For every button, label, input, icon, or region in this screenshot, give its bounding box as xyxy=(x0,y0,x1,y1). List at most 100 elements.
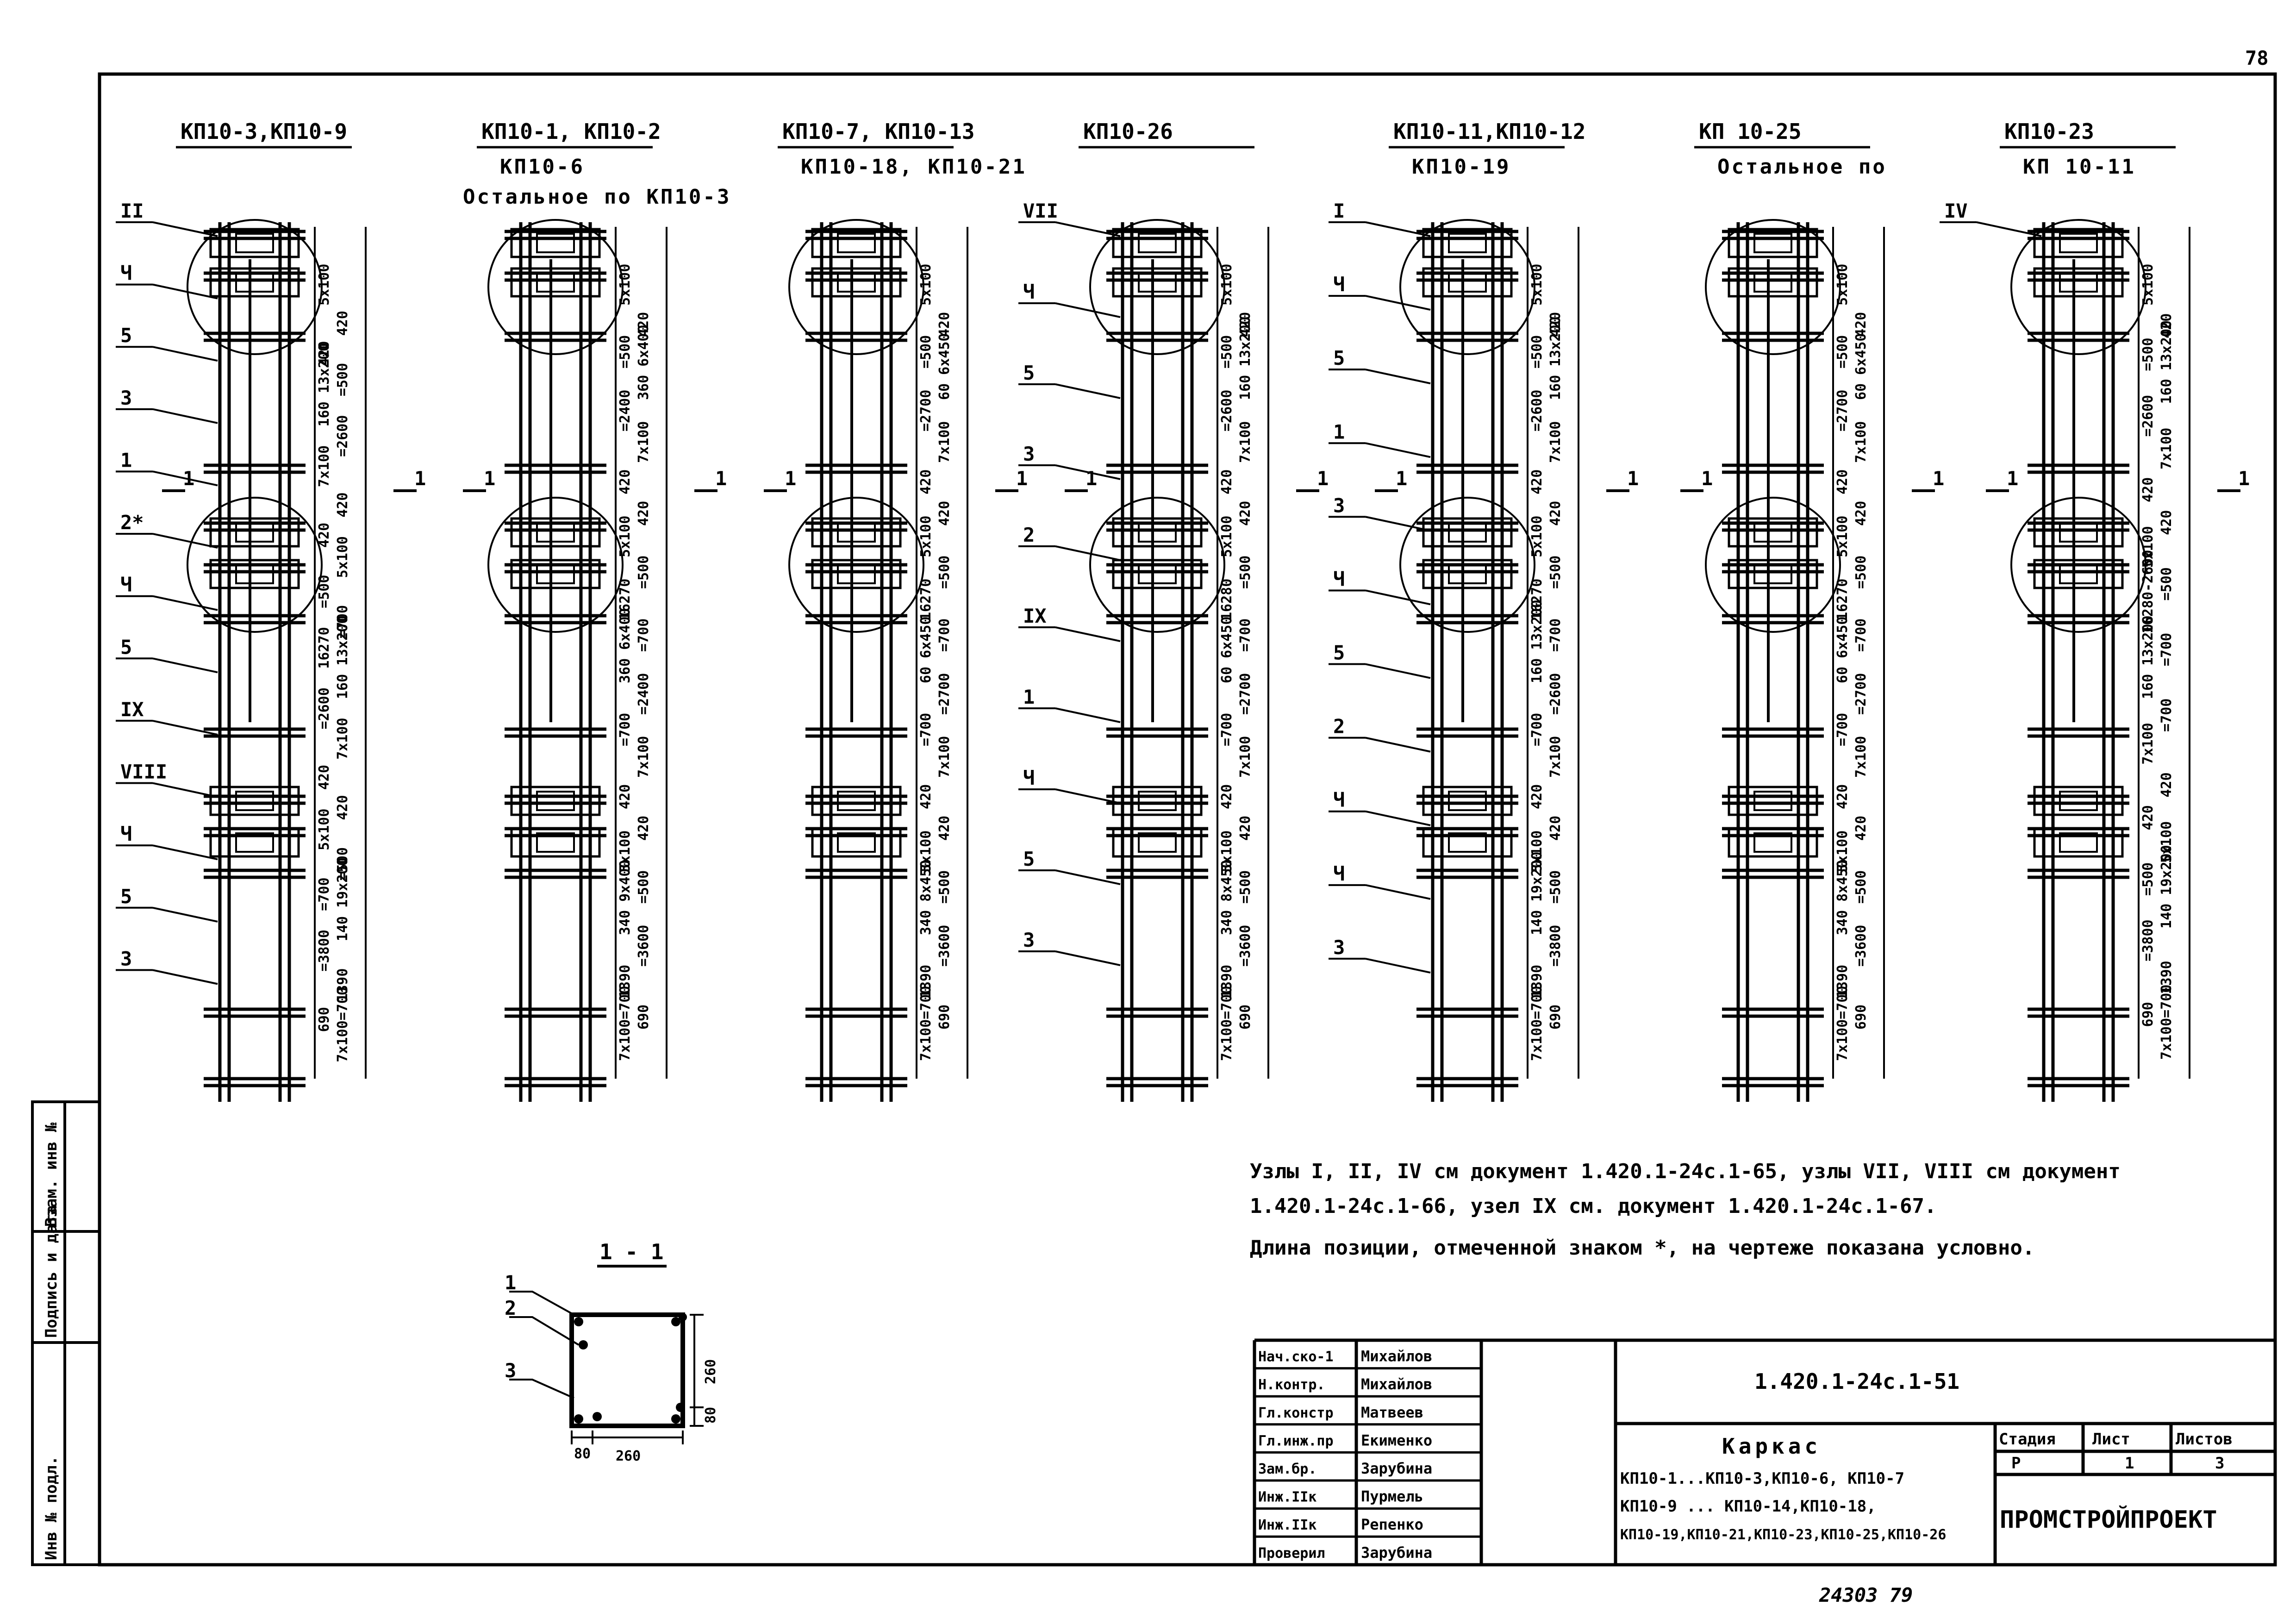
dimension-value: 690 xyxy=(636,1005,652,1030)
dimension-value: 16270 xyxy=(316,627,332,668)
dimension-value: =500 xyxy=(1547,556,1564,589)
bar-callout-label: 5 xyxy=(1023,848,1035,870)
bracket-frame xyxy=(1422,267,1513,298)
cage-title: КП 10-25 xyxy=(1699,119,1802,144)
section-marker-label: 1 xyxy=(484,467,495,490)
signer-role: Проверил xyxy=(1258,1545,1325,1562)
dimension-value: =500 xyxy=(2159,567,2175,600)
dimension-value: 160 13x200 xyxy=(316,343,332,427)
bar-callout-leader xyxy=(1055,383,1121,399)
strip-inv-podl: Инв № подл. xyxy=(42,1456,61,1560)
bracket-frame xyxy=(510,827,601,858)
dimension-value: 7x100 xyxy=(936,736,953,778)
dimension-value: 7x100 xyxy=(1547,736,1564,778)
bracket-frame xyxy=(1728,786,1818,816)
bracket-frame xyxy=(209,786,300,816)
bar-callout-label: Ч xyxy=(1333,862,1345,885)
bracket-frame xyxy=(2033,267,2124,298)
dimension-value: 420 xyxy=(335,493,351,518)
detail-circle xyxy=(1705,219,1841,355)
bar-callout-leader xyxy=(1365,663,1431,679)
dimension-value: 420 xyxy=(1547,501,1564,526)
dimension-value: =700 xyxy=(1853,618,1869,652)
dimension-value: =500 xyxy=(1237,870,1254,904)
dimension-value: =500 xyxy=(936,870,953,904)
dimension-value: 160 13x200 xyxy=(2140,615,2156,699)
bar-callout-label: VIII xyxy=(120,761,167,783)
page-number: 78 xyxy=(2245,47,2269,69)
bar-callout-leader xyxy=(152,221,218,237)
bar-callout-leader xyxy=(1055,788,1121,804)
bracket-plate xyxy=(1448,791,1487,811)
dimension-value: 7x100=700 xyxy=(1529,986,1545,1061)
bar-callout-label: 1 xyxy=(1023,686,1035,708)
dimension-value: 420 xyxy=(936,816,953,841)
dimension-value: 7x100=700 xyxy=(617,986,633,1061)
bracket-plate xyxy=(837,832,876,853)
dimension-value: 5x100 xyxy=(1529,516,1545,557)
section-marker-label: 1 xyxy=(785,467,796,490)
bar-callout-leader xyxy=(1055,545,1121,561)
bracket-plate xyxy=(1753,233,1792,253)
bar-callout-label: VII xyxy=(1023,200,1058,222)
dimension-value: 7x100=700 xyxy=(1834,986,1851,1061)
section-label-1: 1 xyxy=(505,1271,516,1294)
dimension-value: =700 xyxy=(2159,699,2175,732)
bracket-plate xyxy=(1448,233,1487,253)
dimension-value: 7x100 xyxy=(636,421,652,463)
section-dim-width: 260 xyxy=(616,1448,641,1464)
bracket-frame xyxy=(1112,517,1203,548)
dimension-value: 420 xyxy=(636,312,652,337)
bar-callout-leader xyxy=(1365,221,1431,237)
dimension-value: 5x100 xyxy=(1219,831,1235,872)
dimension-value: 420 xyxy=(936,501,953,526)
dimension-value: 420 xyxy=(1237,816,1254,841)
dimension-value: 340 8x450 xyxy=(918,860,934,935)
dimension-value: =2600 xyxy=(316,687,332,729)
dimension-value: 690 xyxy=(1853,1005,1869,1030)
signer-role: Нач.ско-1 xyxy=(1258,1349,1334,1365)
bracket-frame xyxy=(1728,228,1818,258)
bracket-plate xyxy=(235,272,274,293)
note-line-2: 1.420.1-24с.1-66, узел IX см. документ 1… xyxy=(1250,1194,1936,1218)
dimension-value: 420 xyxy=(918,784,934,809)
bar-callout-label: 2 xyxy=(1023,524,1035,546)
drawing-desc-3: КП10-19,КП10-21,КП10-23,КП10-25,КП10-26 xyxy=(1620,1527,1946,1543)
bar-callout-leader xyxy=(1365,442,1431,458)
dimension-value: 140 19x200 xyxy=(1529,851,1545,935)
bar-callout-label: 5 xyxy=(120,885,132,908)
section-marker-label: 1 xyxy=(1933,467,1944,490)
section-marker-label: 1 xyxy=(1086,467,1097,490)
section-dim-cover-v: 80 xyxy=(703,1407,719,1424)
bar-callout-leader xyxy=(1365,884,1431,900)
bar-callout-label: Ч xyxy=(120,823,132,845)
dimension-value: =3600 xyxy=(1237,925,1254,967)
bar-callout-leader xyxy=(152,657,218,674)
signer-name: Михайлов xyxy=(1361,1348,1432,1365)
dimension-value: 420 xyxy=(1834,469,1851,494)
bar-callout-label: 5 xyxy=(120,636,132,658)
dimension-value: 420 xyxy=(316,341,332,366)
bracket-plate xyxy=(837,272,876,293)
bar-callout-leader xyxy=(152,470,218,487)
bracket-plate xyxy=(1138,791,1177,811)
bracket-frame xyxy=(811,517,902,548)
bracket-frame xyxy=(2033,228,2124,258)
bracket-frame xyxy=(1422,517,1513,548)
dimension-value: 60 6x450 xyxy=(1834,617,1851,684)
bar-callout-leader xyxy=(1365,295,1431,311)
bracket-frame xyxy=(209,827,300,858)
dimension-value: 60 6x450 xyxy=(1853,333,1869,400)
bracket-plate xyxy=(1753,522,1792,543)
dimension-value: =500 xyxy=(335,363,351,396)
bracket-frame xyxy=(510,559,601,589)
signer-role: Зам.бр. xyxy=(1258,1461,1316,1477)
bracket-plate xyxy=(2059,832,2098,853)
detail-circle xyxy=(2010,497,2146,633)
signer-name: Михайлов xyxy=(1361,1375,1432,1393)
detail-circle xyxy=(1399,497,1535,633)
